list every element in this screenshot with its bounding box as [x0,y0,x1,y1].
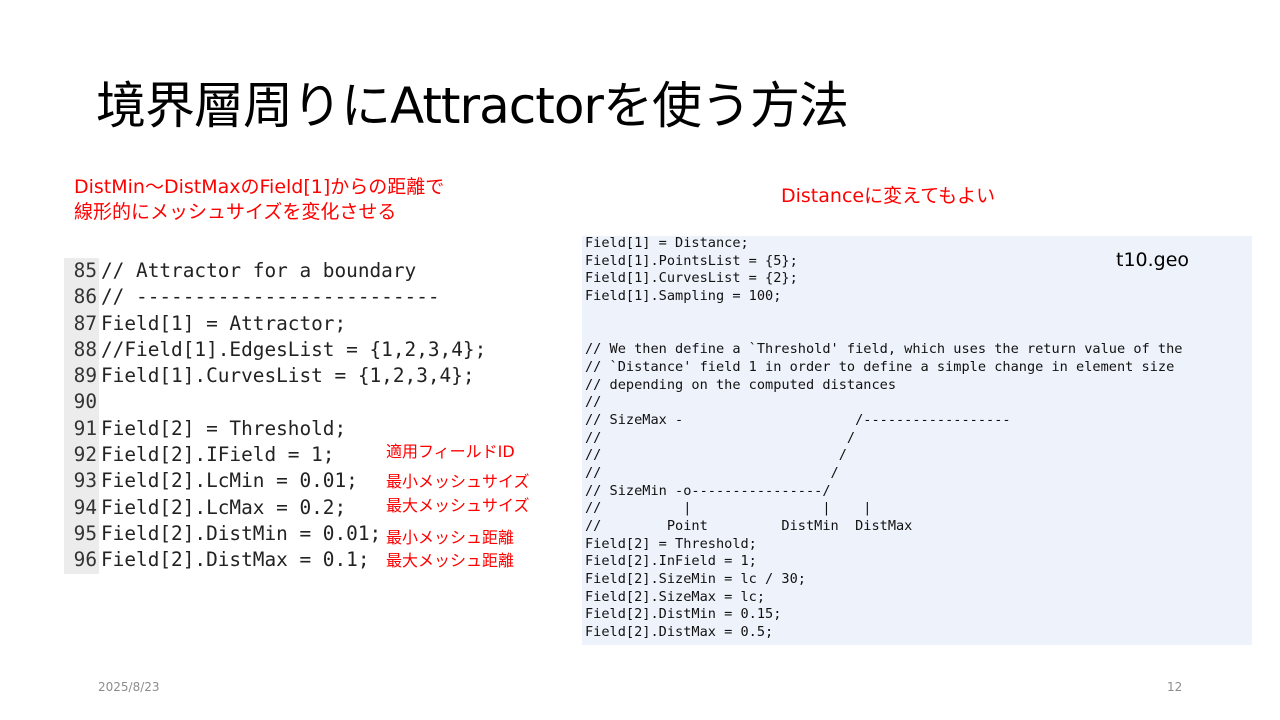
code-line: // [585,394,602,411]
code-line: Field[1].Sampling = 100; [585,288,782,305]
code-line: 85// Attractor for a boundary [64,258,486,285]
subtitle-line-2: 線形的にメッシュサイズを変化させる [74,201,397,223]
code-line: Field[2].DistMin = 0.15; [585,606,782,623]
code-text: Field[2].DistMin = 0.01; [101,521,382,545]
code-line: // / [585,429,856,446]
code-line: Field[1].PointsList = {5}; [585,252,798,269]
code-listing-right: Field[1] = Distance;Field[1].PointsList … [582,236,1252,645]
line-number: 91 [64,415,99,443]
code-line: Field[2] = Threshold; [585,535,757,552]
code-line [585,323,1252,341]
code-line: // / [585,464,839,481]
slide-title: 境界層周りにAttractorを使う方法 [96,77,849,135]
annotation-distmax: 最大メッシュ距離 [386,551,515,570]
code-line: Field[2].DistMax = 0.5; [585,624,774,641]
code-line: // SizeMin -o----------------/ [585,482,831,499]
code-line: Field[2].SizeMin = lc / 30; [585,571,806,588]
code-text: Field[2] = Threshold; [101,416,347,440]
code-text: Field[2].LcMax = 0.2; [101,495,347,519]
code-listing-right-text: Field[1] = Distance;Field[1].PointsList … [582,236,1252,642]
annotation-distmin: 最小メッシュ距離 [386,528,515,547]
code-line: // Point DistMin DistMax [585,518,913,534]
line-number: 96 [64,547,99,574]
subtitle-line-1: DistMin～DistMaxのField[1]からの距離で [74,176,445,198]
code-text: //Field[1].EdgesList = {1,2,3,4}; [101,337,487,361]
line-number: 86 [64,284,99,311]
file-label: t10.geo [1116,249,1190,271]
line-number: 90 [64,389,99,416]
line-number: 94 [64,494,99,521]
line-number: 88 [64,336,99,364]
line-number: 85 [64,258,99,285]
page-number: 12 [1167,680,1183,694]
code-line: 88//Field[1].EdgesList = {1,2,3,4}; [64,336,487,364]
annotation-ifield: 適用フィールドID [386,442,515,461]
line-number: 95 [64,520,99,548]
code-line: // / [585,447,847,464]
code-line: 90 [64,389,486,416]
code-text: // -------------------------- [101,285,440,309]
code-line: // `Distance' field 1 in order to define… [585,358,1175,375]
code-line [585,306,1252,324]
code-text: Field[2].IField = 1; [101,443,335,467]
code-text: // Attractor for a boundary [101,259,417,282]
line-number: 92 [64,442,99,469]
code-line: Field[2].InField = 1; [585,553,757,570]
code-line: // SizeMax - /------------------ [585,411,1011,428]
line-number: 89 [64,363,99,390]
line-number: 93 [64,468,99,495]
code-line: // | | | [585,500,872,517]
code-text: Field[1] = Attractor; [101,311,347,335]
subtitle: DistMin～DistMaxのField[1]からの距離で 線形的にメッシュサ… [74,175,444,225]
code-text: Field[1].CurvesList = {1,2,3,4}; [101,364,475,388]
annotation-lcmax: 最大メッシュサイズ [386,496,530,515]
code-line: Field[1] = Distance; [585,236,749,251]
code-line: Field[2].SizeMax = lc; [585,588,766,605]
distance-note: Distanceに変えてもよい [781,185,996,207]
code-line: Field[1].CurvesList = {2}; [585,270,798,287]
code-text: Field[2].LcMin = 0.01; [101,469,358,493]
line-number: 87 [64,310,99,337]
footer-date: 2025/8/23 [98,680,160,694]
code-line: // depending on the computed distances [585,376,896,393]
code-text: Field[2].DistMax = 0.1; [101,548,370,572]
code-line: 86// -------------------------- [64,284,486,311]
annotation-lcmin: 最小メッシュサイズ [386,472,530,491]
code-line: // We then define a `Threshold' field, w… [585,341,1183,358]
